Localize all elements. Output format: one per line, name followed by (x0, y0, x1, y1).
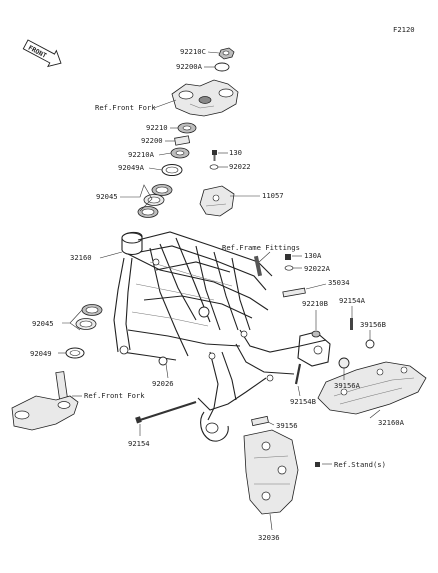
label-92154A: 92154A (339, 296, 366, 305)
label-ref-front-fork-bottom: Ref.Front Fork (84, 391, 145, 400)
label-32160A: 32160A (378, 418, 405, 427)
label-130: 130 (229, 148, 242, 157)
main-frame-32160-icon (113, 231, 331, 442)
washer-92200-icon (174, 135, 191, 146)
upper-triple-clamp-icon (171, 79, 239, 117)
label-ref-front-fork-top: Ref.Front Fork (95, 103, 156, 112)
label-92022A: 92022A (304, 264, 331, 273)
bolt-92154A-icon (350, 318, 353, 330)
leader-lines (58, 51, 381, 531)
label-92210C: 92210C (180, 47, 206, 56)
label-11057: 11057 (262, 191, 284, 200)
label-92045-mid: 92045 (32, 319, 54, 328)
bolt-stand-icon (315, 462, 320, 467)
bracket-11057-icon (199, 185, 235, 217)
washer-92022A-icon (284, 265, 294, 271)
bolt-92154-icon (139, 401, 197, 421)
label-92045-top: 92045 (96, 192, 118, 201)
diagram-code: F2120 (393, 25, 415, 34)
label-32036: 32036 (258, 533, 280, 542)
label-92210B: 92210B (302, 299, 328, 308)
label-35034: 35034 (328, 278, 350, 287)
label-92049: 92049 (30, 349, 52, 358)
label-92022: 92022 (229, 162, 251, 171)
bearing-92045-mid-icon (75, 304, 103, 330)
bolt-92154B-icon (294, 363, 302, 385)
plate-39156-icon (251, 415, 269, 427)
label-92210A: 92210A (128, 150, 155, 159)
label-92049A: 92049A (118, 163, 145, 172)
seal-92049-icon (65, 347, 85, 359)
cap-92026-icon (158, 356, 168, 366)
label-ref-stand: Ref.Stand(s) (334, 460, 386, 469)
label-39156B: 39156B (360, 320, 386, 329)
front-arrow-icon: FRONT (22, 39, 62, 68)
label-ref-frame-fittings: Ref.Frame Fittings (222, 243, 300, 252)
bolt-130A-icon (285, 254, 291, 260)
collar-35034-icon (282, 287, 306, 298)
bracket-32036-icon (243, 429, 299, 515)
nut-92210C-icon (218, 47, 235, 60)
bolt-130-icon (212, 150, 217, 161)
bearing-92045-top-icon (137, 184, 173, 218)
bolt-frame-fittings-icon (253, 255, 263, 277)
label-92210: 92210 (146, 123, 168, 132)
label-92154: 92154 (128, 439, 150, 448)
label-130A: 130A (304, 251, 322, 260)
label-92200: 92200 (141, 136, 163, 145)
label-32160: 32160 (70, 253, 92, 262)
label-92200A: 92200A (176, 62, 203, 71)
lower-triple-clamp-icon (11, 371, 79, 431)
label-92154B: 92154B (290, 397, 316, 406)
seal-92049A-icon (161, 164, 183, 176)
label-39156A: 39156A (334, 381, 361, 390)
washer-92200A-icon (214, 62, 230, 72)
subframe-32160A-icon (317, 361, 427, 415)
nut-92210B-icon (311, 330, 321, 338)
label-92026: 92026 (152, 379, 174, 388)
label-39156: 39156 (276, 421, 298, 430)
pad-39156B-icon (365, 339, 375, 349)
pad-39156A-icon (338, 357, 350, 369)
washer-92022-icon (209, 164, 219, 170)
